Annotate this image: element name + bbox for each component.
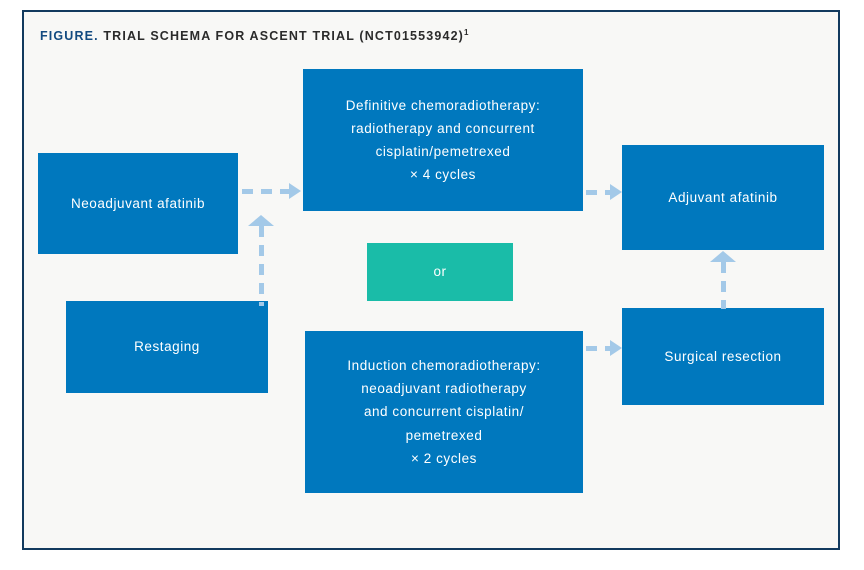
arrow-head-right-icon [289,183,301,199]
figure-label: FIGURE. [40,29,99,44]
figure-footnote-marker: 1 [463,28,469,37]
node-or-divider: or [367,243,513,301]
figure-panel: FIGURE. TRIAL SCHEMA FOR ASCENT TRIAL (N… [22,10,840,550]
arrow-head-up-icon [710,251,736,262]
node-surgical-resection[interactable]: Surgical resection [622,308,824,405]
node-restaging[interactable]: Restaging [66,301,268,393]
connector-line [586,190,612,195]
arrow-head-right-icon [610,184,622,200]
arrow-head-up-icon [248,215,274,226]
node-definitive-chemoradiotherapy[interactable]: Definitive chemoradiotherapy: radiothera… [303,69,583,211]
figure-title: FIGURE. TRIAL SCHEMA FOR ASCENT TRIAL (N… [40,28,468,43]
node-neoadjuvant-afatinib[interactable]: Neoadjuvant afatinib [38,153,238,254]
figure-title-text: TRIAL SCHEMA FOR ASCENT TRIAL (NCT015539… [103,29,464,44]
connector-line [259,226,264,306]
node-induction-chemoradiotherapy[interactable]: Induction chemoradiotherapy: neoadjuvant… [305,331,583,493]
node-adjuvant-afatinib[interactable]: Adjuvant afatinib [622,145,824,250]
connector-line [242,189,290,194]
connector-line [721,262,726,309]
arrow-head-right-icon [610,340,622,356]
connector-line [586,346,612,351]
